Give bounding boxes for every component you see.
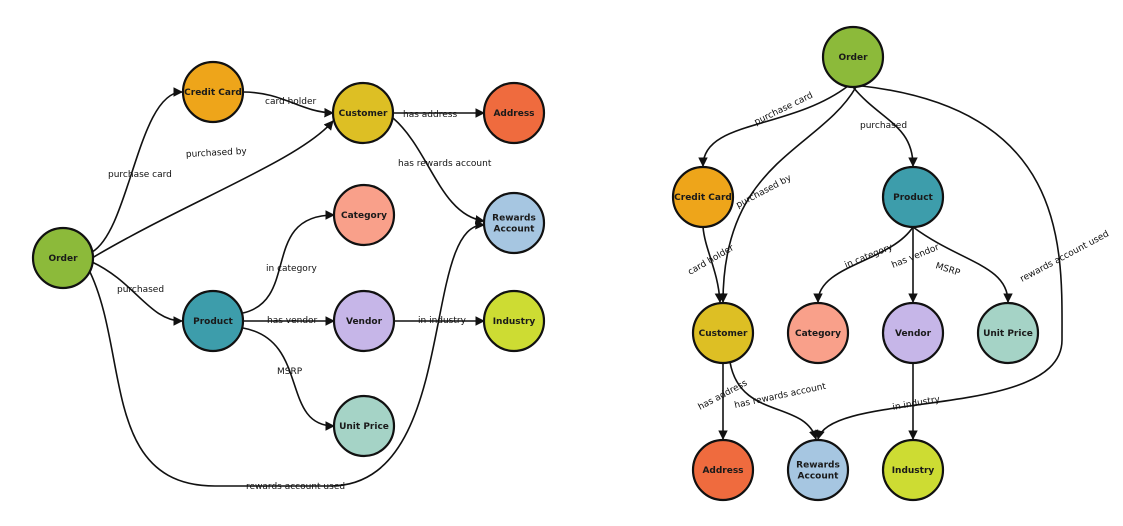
- node-label: Industry: [892, 466, 935, 476]
- node-circle: [691, 301, 755, 365]
- edge-label: MSRP: [277, 367, 303, 377]
- node-circle: [482, 191, 546, 255]
- node-label: Order: [48, 254, 78, 264]
- node-circle: [786, 438, 850, 502]
- node-vendor: Vendor: [881, 301, 945, 365]
- node-circle: [332, 289, 396, 353]
- edge-label: has vendor: [267, 316, 318, 326]
- node-vendor: Vendor: [332, 289, 396, 353]
- edge-purchased: [91, 261, 183, 326]
- node-industry: Industry: [881, 438, 945, 502]
- edge-labels-layer: purchase card card holder purchased by has …: [108, 91, 1111, 492]
- edge-has-rewards-account: [729, 361, 819, 440]
- edge-label: in category: [843, 242, 895, 271]
- node-category: Category: [786, 301, 850, 365]
- node-circle: [332, 183, 396, 247]
- node-circle: [881, 165, 945, 229]
- node-label: Credit Card: [674, 193, 732, 203]
- node-circle: [482, 289, 546, 353]
- edge-label: in industry: [892, 395, 942, 413]
- edge-msrp: [242, 327, 335, 431]
- node-credit-card: Credit Card: [181, 60, 245, 124]
- node-label: Customer: [339, 109, 388, 119]
- edge-purchase-card: [698, 85, 849, 167]
- node-label: Customer: [699, 329, 748, 339]
- edge-label: has vendor: [890, 243, 941, 271]
- edge-card-holder: [702, 226, 725, 303]
- node-label: Vendor: [346, 317, 383, 327]
- edge-purchase-card: [91, 87, 183, 253]
- node-product: Product: [181, 289, 245, 353]
- node-unit-price: Unit Price: [976, 301, 1040, 365]
- node-circle: [671, 165, 735, 229]
- edge-label: in industry: [418, 316, 467, 326]
- node-circle: [331, 81, 395, 145]
- node-label: Credit Card: [184, 88, 242, 98]
- node-circle: [181, 289, 245, 353]
- node-label: Order: [838, 53, 868, 63]
- edge-rewards-account-used: [815, 85, 1063, 440]
- edge-label: rewards account used: [246, 482, 345, 492]
- node-circle: [691, 438, 755, 502]
- node-customer: Customer: [691, 301, 755, 365]
- node-circle: [821, 25, 885, 89]
- node-circle: [881, 438, 945, 502]
- edge-label: purchased: [860, 121, 907, 131]
- edges-layer: [87, 85, 1063, 487]
- edge-label: has address: [403, 110, 457, 120]
- node-circle: [332, 394, 396, 458]
- edge-purchased: [852, 86, 918, 167]
- node-circle: [181, 60, 245, 124]
- node-circle: [482, 81, 546, 145]
- node-label: Address: [702, 466, 743, 476]
- node-circle: [31, 226, 95, 290]
- node-product: Product: [881, 165, 945, 229]
- edge-label: purchased: [117, 285, 164, 295]
- node-industry: Industry: [482, 289, 546, 353]
- edge-label: card holder: [687, 243, 737, 277]
- node-credit-card: Credit Card: [671, 165, 735, 229]
- node-unit-price: Unit Price: [332, 394, 396, 458]
- edge-label: MSRP: [934, 261, 962, 278]
- node-label: Vendor: [895, 329, 932, 339]
- node-label: Address: [493, 109, 534, 119]
- edge-label: purchase card: [108, 170, 172, 180]
- edge-in-category: [813, 226, 914, 303]
- node-label: Industry: [493, 317, 536, 327]
- node-circle: [786, 301, 850, 365]
- edge-label: card holder: [265, 97, 317, 107]
- node-order: Order: [821, 25, 885, 89]
- edge-label: has rewards account: [398, 159, 492, 169]
- edge-card-holder: [242, 91, 334, 118]
- edge-label: purchased by: [186, 147, 248, 160]
- node-label: Unit Price: [983, 329, 1033, 339]
- edge-msrp: [912, 226, 1013, 303]
- node-customer: Customer: [331, 81, 395, 145]
- node-label: Category: [341, 211, 387, 221]
- edge-label: in category: [266, 264, 318, 274]
- node-label: Unit Price: [339, 422, 389, 432]
- node-order: Order: [31, 226, 95, 290]
- node-circle: [976, 301, 1040, 365]
- node-address: Address: [691, 438, 755, 502]
- edge-purchased-by: [718, 86, 857, 303]
- edge-in-category: [242, 210, 335, 314]
- node-address: Address: [482, 81, 546, 145]
- edge-has-rewards-account: [392, 117, 485, 225]
- node-label: Product: [893, 193, 933, 203]
- node-label: Category: [795, 329, 841, 339]
- node-label: Product: [193, 317, 233, 327]
- edge-label: rewards account used: [1019, 229, 1111, 284]
- edge-purchased-by: [91, 120, 334, 259]
- edge-rewards-account-used: [87, 219, 485, 487]
- node-circle: [881, 301, 945, 365]
- node-category: Category: [332, 183, 396, 247]
